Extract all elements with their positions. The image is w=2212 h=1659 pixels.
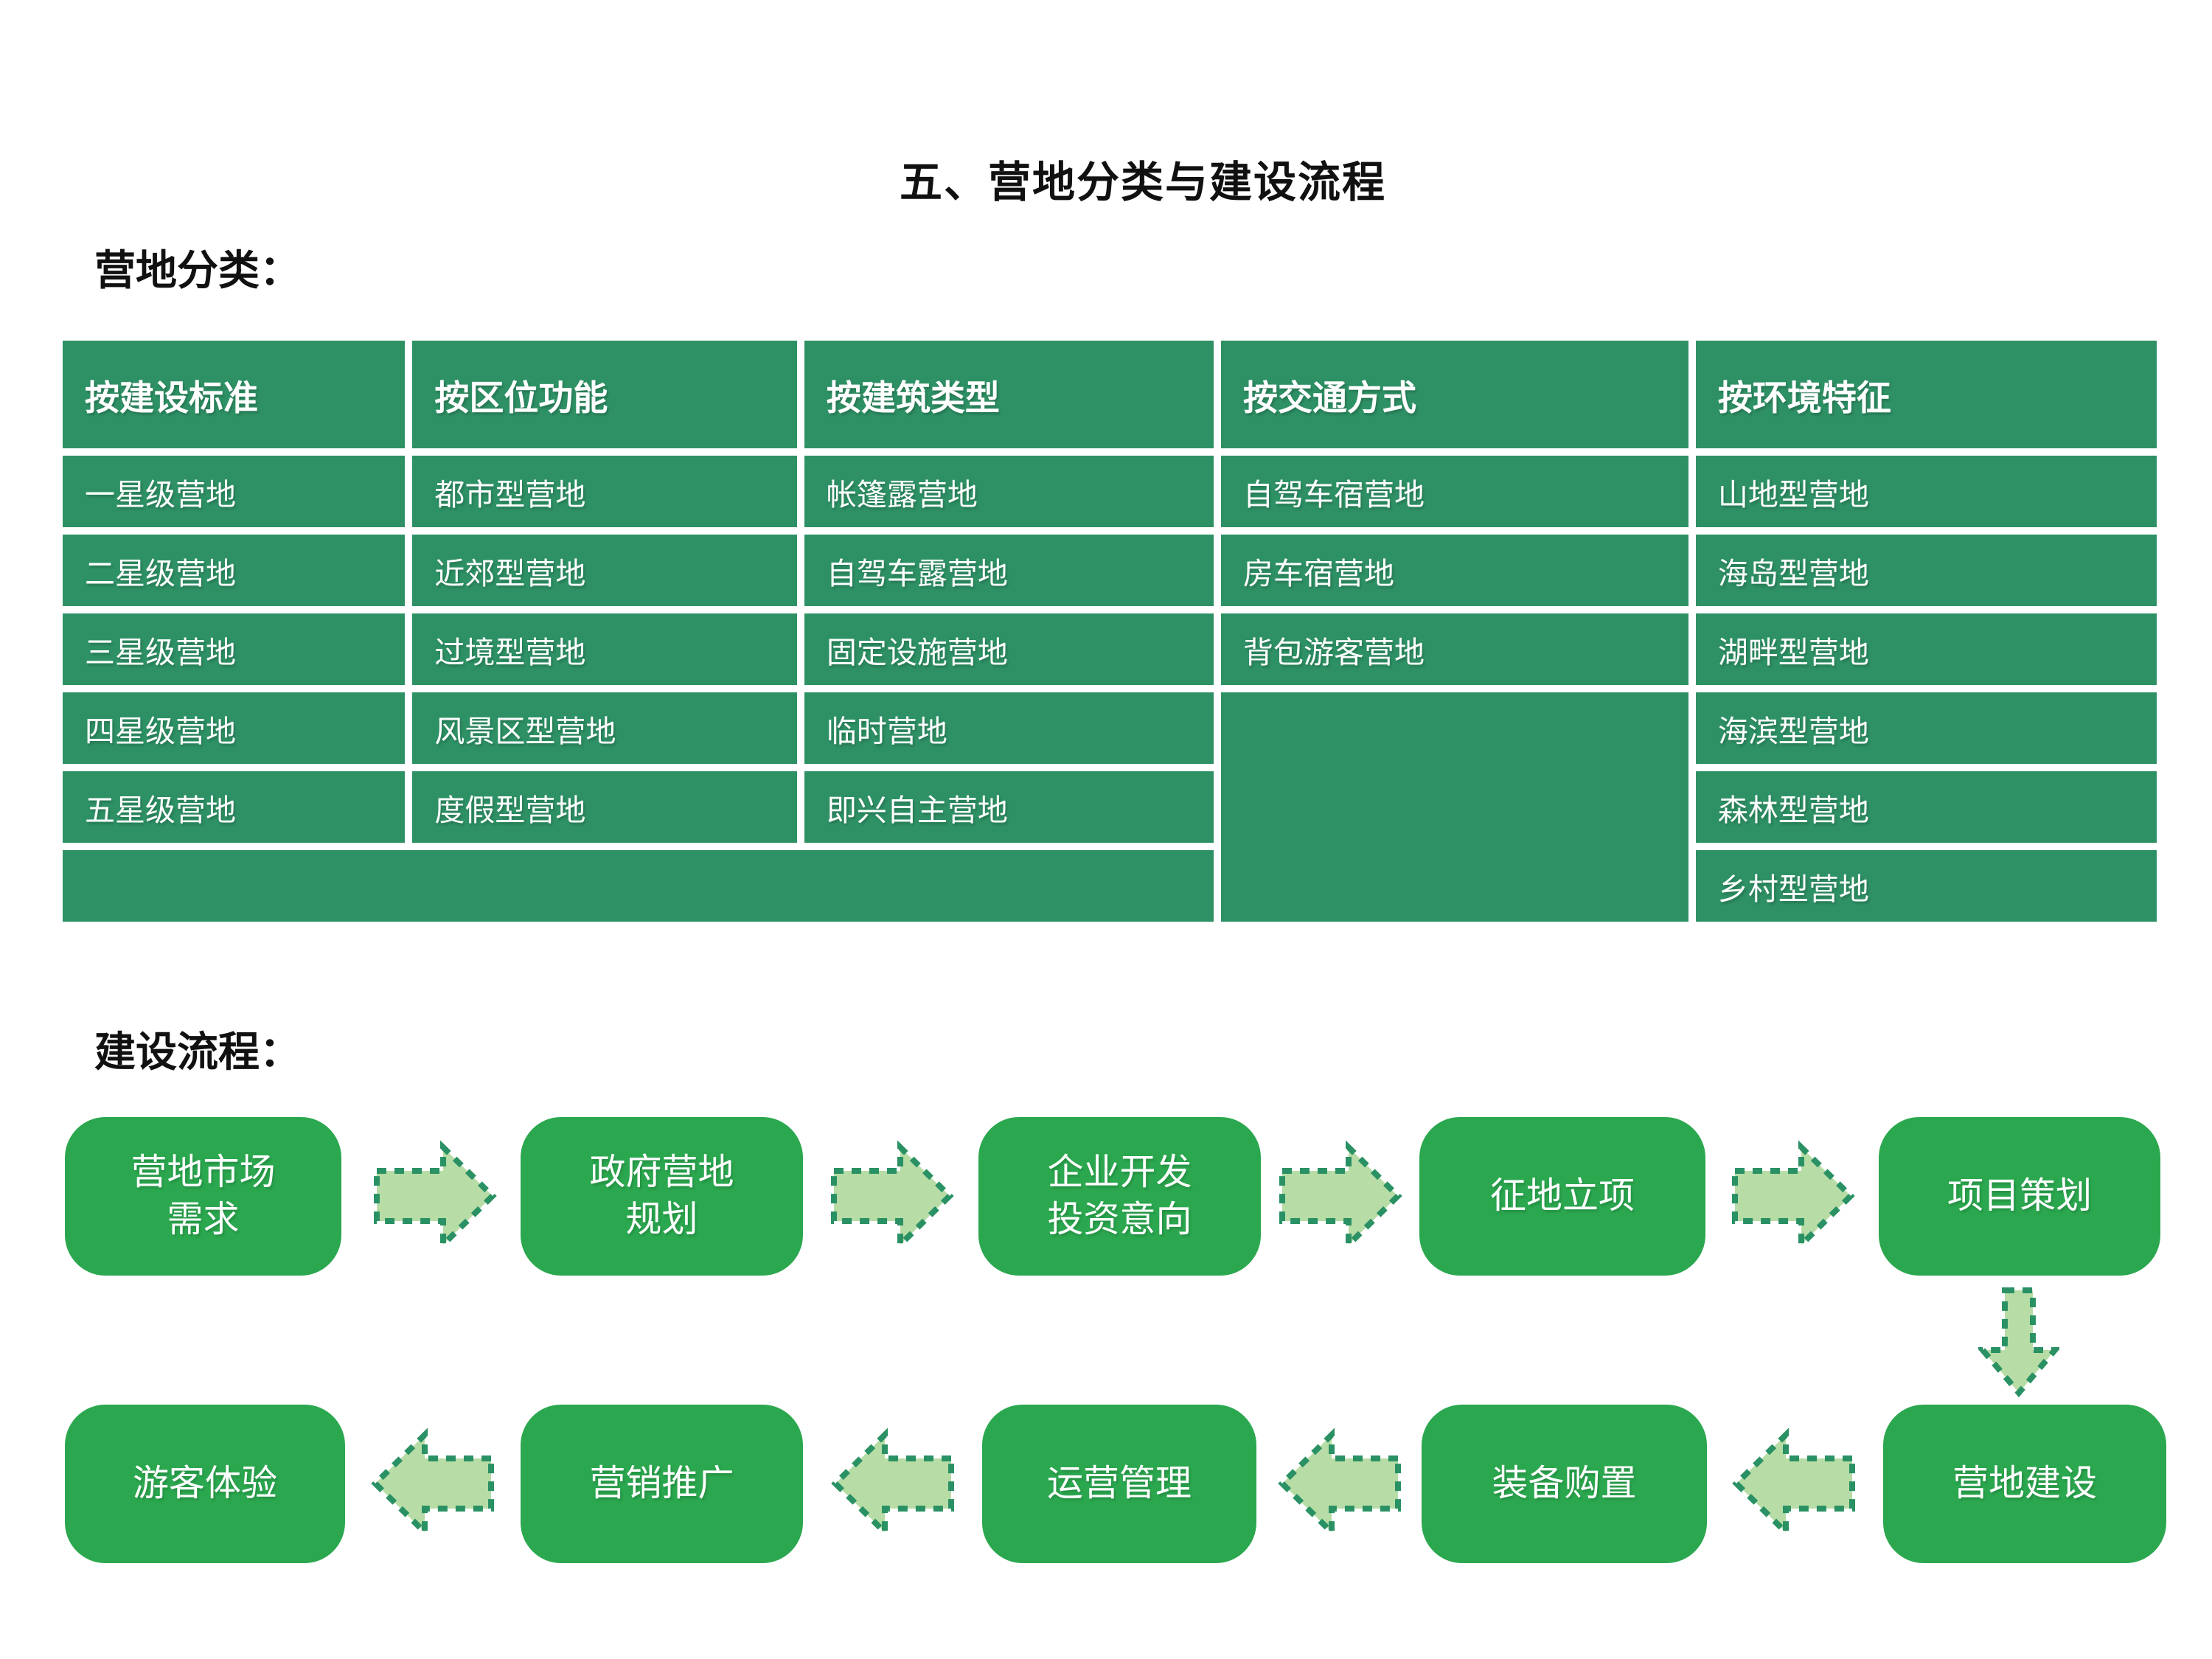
flow-step-project-planning: 项目策划: [1879, 1117, 2160, 1276]
table-cell: 即兴自主营地: [804, 771, 1214, 843]
table-cell: 自驾车宿营地: [1220, 456, 1688, 527]
table-cell-empty-bottom: [63, 850, 1214, 922]
table-cell-empty-transport: [1220, 692, 1688, 922]
table-header-building-type: 按建筑类型: [804, 341, 1214, 448]
flow-step-market-demand: 营地市场 需求: [65, 1117, 341, 1276]
arrow-left-icon: [1731, 1425, 1857, 1543]
table-cell: 森林型营地: [1695, 771, 2157, 843]
flow-step-camp-construction: 营地建设: [1883, 1405, 2166, 1563]
table-header-environment-feature: 按环境特征: [1695, 341, 2157, 448]
table-cell: 三星级营地: [63, 613, 406, 685]
table-cell: 临时营地: [804, 692, 1214, 764]
table-cell: 房车宿营地: [1220, 535, 1688, 606]
arrow-left-icon: [1277, 1425, 1402, 1543]
table-cell: 固定设施营地: [804, 613, 1214, 685]
table-cell: 五星级营地: [63, 771, 406, 843]
classification-section-label: 营地分类：: [94, 247, 301, 293]
arrow-left-icon: [830, 1425, 956, 1543]
camp-classification-table: 按建设标准 按区位功能 按建筑类型 按交通方式 按环境特征 一星级营地 二星级营…: [63, 341, 2157, 922]
table-cell: 山地型营地: [1695, 456, 2157, 527]
flow-step-visitor-experience: 游客体验: [65, 1405, 345, 1563]
table-header-transport-mode: 按交通方式: [1220, 341, 1688, 448]
process-section-label: 建设流程：: [94, 1029, 301, 1075]
table-cell: 都市型营地: [412, 456, 797, 527]
table-cell: 度假型营地: [412, 771, 797, 843]
table-cell: 二星级营地: [63, 535, 406, 606]
flow-step-government-planning: 政府营地 规划: [521, 1117, 803, 1276]
table-cell: 海滨型营地: [1695, 692, 2157, 764]
flow-step-enterprise-investment: 企业开发 投资意向: [978, 1117, 1261, 1276]
table-cell: 一星级营地: [63, 456, 406, 527]
arrow-down-icon: [1978, 1287, 2059, 1397]
table-cell: 过境型营地: [412, 613, 797, 685]
page-title: 五、营地分类与建设流程: [899, 159, 1386, 206]
arrow-right-icon: [372, 1137, 498, 1255]
arrow-right-icon: [830, 1137, 955, 1255]
table-header-construction-standard: 按建设标准: [63, 341, 406, 448]
arrow-left-icon: [370, 1425, 495, 1543]
table-cell: 帐篷露营地: [804, 456, 1214, 527]
table-cell: 风景区型营地: [412, 692, 797, 764]
table-cell: 自驾车露营地: [804, 535, 1214, 606]
table-header-location-function: 按区位功能: [412, 341, 797, 448]
table-cell: 海岛型营地: [1695, 535, 2157, 606]
flow-step-operation-management: 运营管理: [982, 1405, 1256, 1563]
table-cell: 乡村型营地: [1695, 850, 2157, 922]
arrow-right-icon: [1278, 1137, 1403, 1255]
flow-step-equipment-purchase: 装备购置: [1422, 1405, 1707, 1563]
table-cell: 背包游客营地: [1220, 613, 1688, 685]
table-cell: 四星级营地: [63, 692, 406, 764]
table-cell: 近郊型营地: [412, 535, 797, 606]
table-cell: 湖畔型营地: [1695, 613, 2157, 685]
arrow-right-icon: [1731, 1137, 1856, 1255]
flow-step-marketing-promotion: 营销推广: [521, 1405, 803, 1563]
flow-step-land-approval: 征地立项: [1419, 1117, 1705, 1276]
